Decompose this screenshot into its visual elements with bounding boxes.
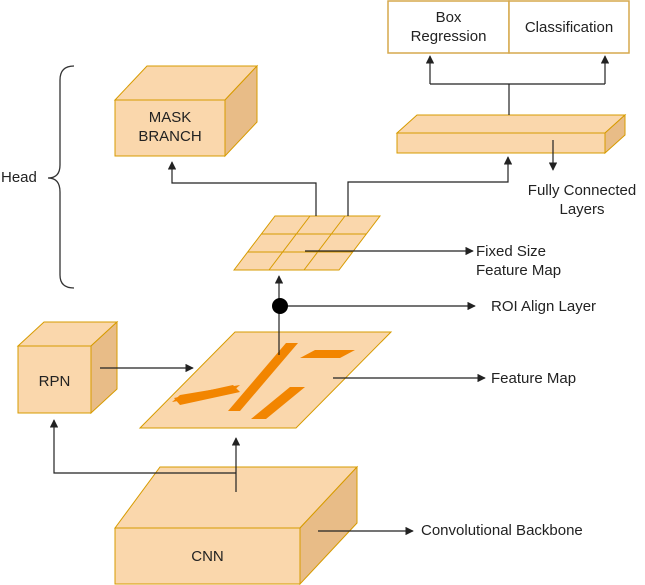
connectors [49,55,610,536]
roi-align-node [272,298,288,314]
rpn-box [16,320,119,415]
roi-align-label: ROI Align Layer [491,298,597,315]
arrow-to-mask-branch [167,161,317,216]
fixed-size-feature-map [232,215,382,271]
mask-branch-line2: BRANCH [138,128,202,145]
box-regression-line2: Regression [410,28,487,45]
classification-box [508,0,630,54]
head-label: Head [1,169,37,186]
feature-map-label: Feature Map [491,370,577,387]
box-regression-box [387,0,510,54]
fully-connected-line1: Fully Connected [527,182,637,199]
classification-label: Classification [524,19,614,36]
cnn-box [114,465,359,585]
box-regression-line1: Box [435,9,462,26]
feature-map-plane [138,331,393,429]
rpn-label: RPN [38,373,71,390]
fully-connected-layer [395,113,627,155]
fixed-size-line2: Feature Map [476,262,562,279]
mask-branch-line1: MASK [148,109,192,126]
arrow-to-fc [347,156,513,216]
head-brace [47,65,75,289]
mask-branch-box [113,64,259,158]
fixed-size-label: Fixed Size Feature Map [476,242,561,280]
fixed-size-line1: Fixed Size [476,243,547,260]
fully-connected-line2: Layers [559,201,605,218]
arrow-cnn-to-rpn [49,419,236,474]
cnn-label: CNN [191,548,224,565]
backbone-label: Convolutional Backbone [421,522,583,539]
fully-connected-label: Fully Connected Layers [520,181,644,219]
box-regression-label: Box Regression [388,8,509,46]
mask-branch-label: MASK BRANCH [115,108,225,146]
